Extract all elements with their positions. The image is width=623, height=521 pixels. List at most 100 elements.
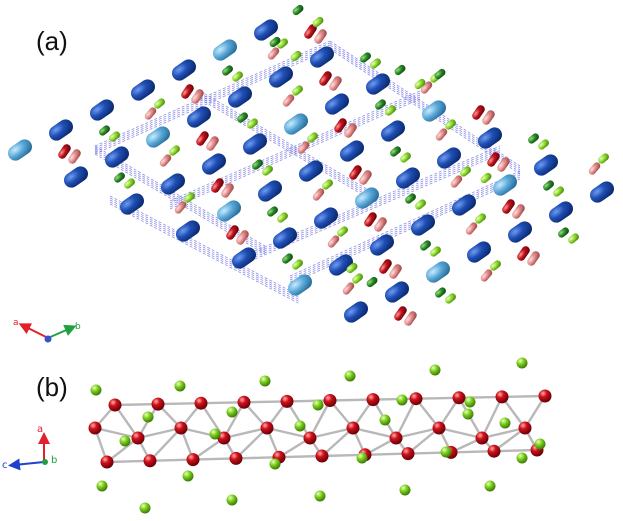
- metal-ion: [174, 201, 187, 214]
- green-atom: [182, 470, 194, 482]
- red-atom: [280, 394, 294, 408]
- large-ion: [212, 39, 238, 61]
- metal-bond: [149, 427, 182, 462]
- halide-ion: [414, 78, 426, 90]
- halide-ion: [292, 85, 303, 96]
- bond-band: [169, 98, 421, 210]
- halide-ion: [394, 64, 406, 76]
- metal-bond: [114, 402, 159, 407]
- metal-ion: [312, 188, 325, 201]
- metal-ion: [364, 212, 377, 227]
- bond-band: [254, 145, 501, 252]
- halide-ion: [262, 165, 273, 176]
- bond-band: [289, 170, 521, 277]
- red-atom: [88, 421, 102, 435]
- metal-ion: [482, 110, 495, 125]
- halide-ion: [322, 179, 333, 190]
- large-ion: [589, 181, 615, 203]
- red-atom: [315, 449, 329, 463]
- large-ion: [298, 160, 324, 182]
- bond-band: [254, 151, 501, 258]
- halide-ion: [553, 186, 564, 197]
- green-atom: [209, 428, 221, 440]
- metal-ion: [226, 225, 239, 240]
- green-atom: [139, 502, 151, 514]
- panel-a-structure: [7, 4, 615, 326]
- axis-triad-a: a b: [13, 318, 81, 343]
- metal-ion: [191, 89, 204, 104]
- green-atom: [312, 399, 324, 411]
- red-atom: [389, 431, 403, 445]
- axis-a-label: a: [13, 318, 19, 328]
- large-ion: [119, 193, 145, 215]
- metal-ion: [588, 162, 601, 175]
- metal-bond: [321, 427, 354, 457]
- metal-ion: [527, 251, 540, 266]
- red-atom: [346, 421, 360, 435]
- green-atom: [396, 394, 408, 406]
- metal-bond: [106, 459, 151, 464]
- red-atom: [194, 396, 208, 410]
- halide-ion: [538, 139, 549, 150]
- metal-bond: [458, 395, 503, 399]
- halide-ion: [528, 133, 539, 144]
- red-atom: [538, 389, 552, 403]
- green-atom: [294, 420, 306, 432]
- red-atom: [186, 453, 200, 467]
- metal-bond: [94, 426, 139, 440]
- metal-ion: [404, 311, 417, 326]
- metal-ion: [389, 264, 402, 279]
- large-ion: [395, 167, 421, 189]
- bond-band: [94, 153, 266, 255]
- red-atom: [108, 398, 122, 412]
- metal-ion: [465, 222, 478, 235]
- large-ion: [309, 46, 335, 68]
- metal-ion: [327, 235, 340, 248]
- metal-ion: [359, 170, 372, 185]
- bond-band: [94, 149, 266, 251]
- bond-band: [94, 145, 266, 247]
- bond-band: [199, 96, 371, 198]
- large-ion: [272, 227, 298, 249]
- halide-ion: [237, 112, 248, 123]
- halide-ion: [390, 146, 401, 157]
- large-ion: [343, 301, 369, 323]
- halide-ion: [568, 233, 579, 244]
- large-ion: [313, 207, 339, 229]
- halide-ion: [307, 132, 318, 143]
- bond-band: [199, 90, 371, 192]
- red-atom: [143, 454, 157, 468]
- large-ion: [380, 120, 406, 142]
- halide-ion: [99, 125, 110, 136]
- metal-bond: [192, 457, 237, 461]
- axis-a-label: a: [37, 424, 43, 435]
- metal-ion: [319, 71, 332, 86]
- metal-bond: [222, 401, 246, 439]
- metal-bond: [243, 400, 288, 404]
- halide-ion: [435, 287, 446, 298]
- halide-ion: [312, 16, 324, 28]
- red-atom: [229, 451, 243, 465]
- metal-bond: [481, 426, 526, 440]
- metal-ion: [267, 47, 280, 60]
- large-ion: [477, 127, 503, 149]
- bond-band: [329, 46, 521, 173]
- metal-bond: [372, 397, 417, 401]
- red-atom: [518, 421, 532, 435]
- metal-bond: [395, 426, 440, 440]
- large-ion: [104, 146, 130, 168]
- halide-ion: [405, 193, 416, 204]
- large-ion: [268, 66, 294, 88]
- bond-band: [169, 92, 421, 204]
- green-atom: [90, 384, 102, 396]
- metal-bond: [415, 396, 460, 400]
- halide-ion: [292, 4, 304, 16]
- halide-ion: [543, 180, 554, 191]
- large-ion: [324, 93, 350, 115]
- axis-c-label: c: [2, 460, 8, 471]
- large-ion: [384, 281, 410, 303]
- metal-bond: [200, 401, 245, 405]
- halide-ion: [222, 65, 233, 76]
- metal-bond: [364, 452, 409, 456]
